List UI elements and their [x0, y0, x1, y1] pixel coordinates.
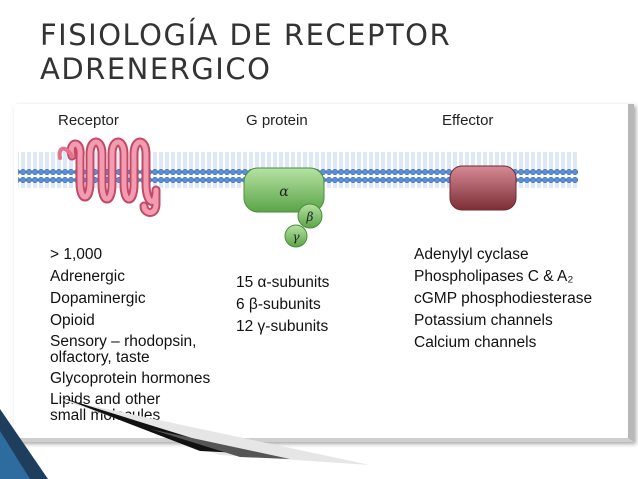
effector-list-item: cGMP phosphodiesterase — [414, 290, 593, 307]
receptor-list-item: Adrenergic — [50, 268, 125, 285]
effector-list-item: Phospholipases C & A₂ — [414, 268, 574, 285]
effector-shape — [449, 165, 517, 211]
effector-list-item: Calcium channels — [414, 334, 537, 351]
receptor-list-item: > 1,000 — [50, 246, 103, 263]
receptor-list-item: Opioid — [50, 312, 95, 329]
title-line-2: ADRENERGICO — [40, 52, 272, 86]
receptor-list-item: Dopaminergic — [50, 290, 146, 307]
receptor-header: Receptor — [58, 112, 119, 129]
effector-list-item: Potassium channels — [414, 312, 553, 329]
g-protein-shape: α β γ — [243, 167, 325, 248]
g-protein-list-item: 12 γ-subunits — [236, 318, 329, 335]
slide-title: FISIOLOGÍA DE RECEPTOR ADRENERGICO — [40, 18, 600, 86]
alpha-subunit-label: α — [279, 184, 289, 200]
receptor-list-item: Sensory – rhodopsin, olfactory, taste — [50, 333, 197, 366]
effector-header: Effector — [442, 112, 494, 129]
title-line-1: FISIOLOGÍA DE RECEPTOR — [40, 18, 452, 52]
effector-list-item: Adenylyl cyclase — [414, 246, 529, 263]
g-protein-list: 15 α-subunits 6 β-subunits 12 γ-subunits — [236, 274, 406, 340]
g-protein-list-item: 15 α-subunits — [236, 274, 330, 291]
gamma-subunit-label: γ — [292, 230, 300, 244]
diagram-graphic: α β γ — [18, 137, 578, 248]
slide-corner-decoration — [0, 397, 370, 479]
g-protein-header: G protein — [246, 112, 308, 129]
beta-subunit-label: β — [306, 210, 314, 224]
receptor-shape — [57, 137, 161, 217]
receptor-list-item: Glycoprotein hormones — [50, 370, 211, 387]
g-protein-list-item: 6 β-subunits — [236, 296, 321, 313]
receptor-list: > 1,000 Adrenergic Dopaminergic Opioid S… — [50, 246, 250, 428]
diagram-panel: α β γ Receptor G protein Effector > 1,00… — [14, 104, 634, 442]
effector-list: Adenylyl cyclase Phospholipases C & A₂ c… — [414, 246, 626, 356]
